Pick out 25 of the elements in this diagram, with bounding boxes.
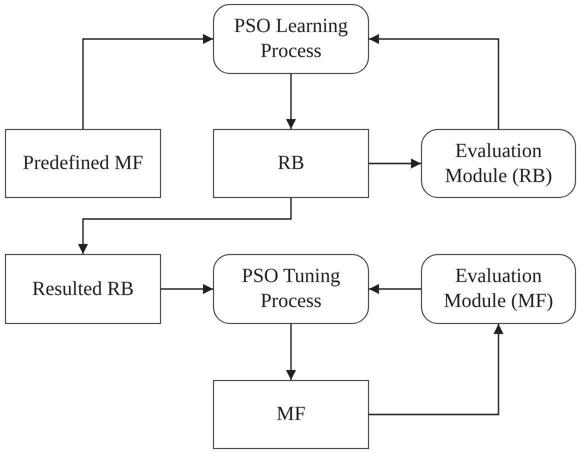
arrow: [161, 284, 213, 294]
node-label: Resulted RB: [32, 276, 134, 302]
node-label: Predefined MF: [22, 151, 144, 176]
rounded-process-box: [213, 4, 369, 74]
rounded-process-box: [421, 254, 576, 324]
rounded-process-box: [213, 254, 369, 324]
process-box: [5, 129, 161, 198]
node-label: Evaluation Module (MF): [442, 264, 554, 314]
arrow: [369, 324, 504, 416]
node-label: PSO Learning Process: [233, 14, 349, 64]
node-label: RB: [278, 151, 304, 176]
arrow: [369, 284, 421, 294]
arrow: [78, 198, 292, 254]
arrow: [286, 324, 296, 380]
rounded-process-box: [421, 129, 576, 198]
arrow: [286, 74, 296, 129]
node-label: Evaluation Module (RB): [444, 138, 554, 188]
arrow: [82, 34, 213, 129]
process-box: [5, 254, 161, 324]
process-box: [213, 380, 369, 449]
node-label: MF: [276, 402, 306, 427]
arrow: [369, 158, 421, 168]
arrow: [369, 34, 500, 129]
process-box: [213, 129, 369, 198]
node-label: PSO Tuning Process: [240, 264, 342, 314]
